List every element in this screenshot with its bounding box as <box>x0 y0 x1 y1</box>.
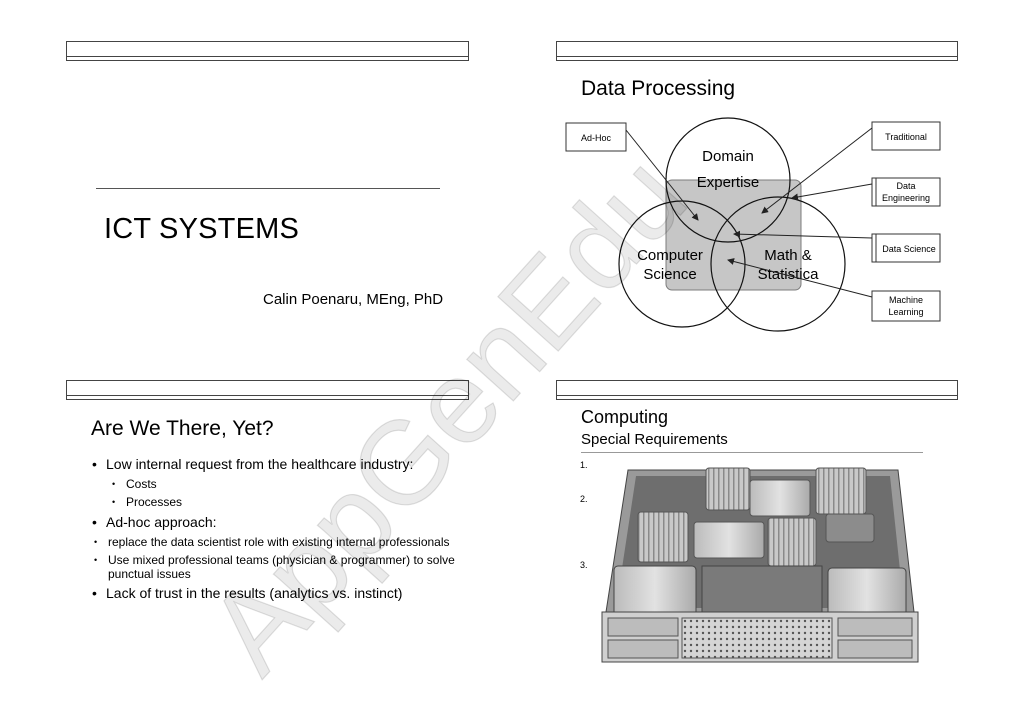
number-1: 1. <box>580 460 588 470</box>
bullet-processes: Processes <box>90 495 460 510</box>
heatsink-2 <box>749 479 811 517</box>
bullet-low-request: Low internal request from the healthcare… <box>90 456 460 473</box>
heatsink-3 <box>815 467 867 515</box>
heatsink-1 <box>705 467 751 511</box>
slide2-header-bar <box>556 41 958 61</box>
math-label-2: Statistica <box>758 266 820 283</box>
math-circle <box>710 196 846 332</box>
slide4-subtitle: Special Requirements <box>581 431 728 448</box>
slide3-title: Are We There, Yet? <box>91 417 274 440</box>
arrow-data-engineering <box>791 183 873 201</box>
server-photo <box>601 467 919 663</box>
bullet-costs: Costs <box>90 477 460 492</box>
cable-block <box>825 513 875 543</box>
bullet-lack-of-trust: Lack of trust in the results (analytics … <box>90 585 460 602</box>
arrow-machine-learning <box>727 258 873 298</box>
arrow-data-science <box>733 230 873 239</box>
data-engineering-label-2: Engineering <box>882 193 930 203</box>
number-3: 3. <box>580 560 588 570</box>
number-2: 2. <box>580 494 588 504</box>
data-engineering-label-1: Data <box>896 181 915 191</box>
slide4-header-bar <box>556 380 958 400</box>
bay-1 <box>607 617 679 637</box>
domain-label-2: Expertise <box>697 174 760 191</box>
slide4-title: Computing <box>581 407 669 427</box>
traditional-label: Traditional <box>885 132 927 142</box>
bullet-adhoc: Ad-hoc approach: <box>90 514 460 531</box>
adhoc-label: Ad-Hoc <box>581 133 612 143</box>
traditional-box <box>871 121 941 151</box>
venn-diagram: Domain Expertise Computer Science Math &… <box>565 117 941 332</box>
heatsink-5 <box>693 521 765 559</box>
slide1-title: ICT SYSTEMS <box>104 213 300 245</box>
slide1-author: Calin Poenaru, MEng, PhD <box>263 291 444 308</box>
machine-learning-label-2: Learning <box>888 307 923 317</box>
drive-left <box>613 565 697 617</box>
adhoc-box <box>565 122 627 152</box>
bullet-mixed-teams: Use mixed professional teams (physician … <box>90 553 460 581</box>
bullet-replace-role: replace the data scientist role with exi… <box>90 535 460 549</box>
bay-2 <box>607 639 679 659</box>
bay-3 <box>837 617 913 637</box>
data-engineering-box <box>871 177 941 207</box>
math-label-1: Math & <box>764 247 812 264</box>
machine-learning-label-1: Machine <box>889 295 923 305</box>
cs-label-2: Science <box>643 266 696 283</box>
arrow-adhoc <box>625 129 699 221</box>
heatsink-4 <box>637 511 689 563</box>
slide2-title: Data Processing <box>581 77 736 100</box>
domain-label-1: Domain <box>702 148 754 165</box>
front-vent <box>681 617 833 659</box>
machine-learning-box <box>871 290 941 322</box>
data-science-label: Data Science <box>882 244 936 254</box>
slide1-header-bar <box>66 41 469 61</box>
cs-label-1: Computer <box>637 247 703 264</box>
slide3-header-bar <box>66 380 469 400</box>
slide1-title-rule <box>96 188 440 189</box>
data-engineering-box-tab <box>871 177 877 207</box>
bay-4 <box>837 639 913 659</box>
drive-right <box>827 567 907 619</box>
data-science-box-tab <box>871 233 877 263</box>
slide3-bullet-list: Low internal request from the healthcare… <box>90 456 460 606</box>
heatsink-6 <box>767 517 817 567</box>
memory-area <box>701 565 823 615</box>
arrow-traditional <box>761 127 873 214</box>
slide4-rule <box>581 452 923 453</box>
